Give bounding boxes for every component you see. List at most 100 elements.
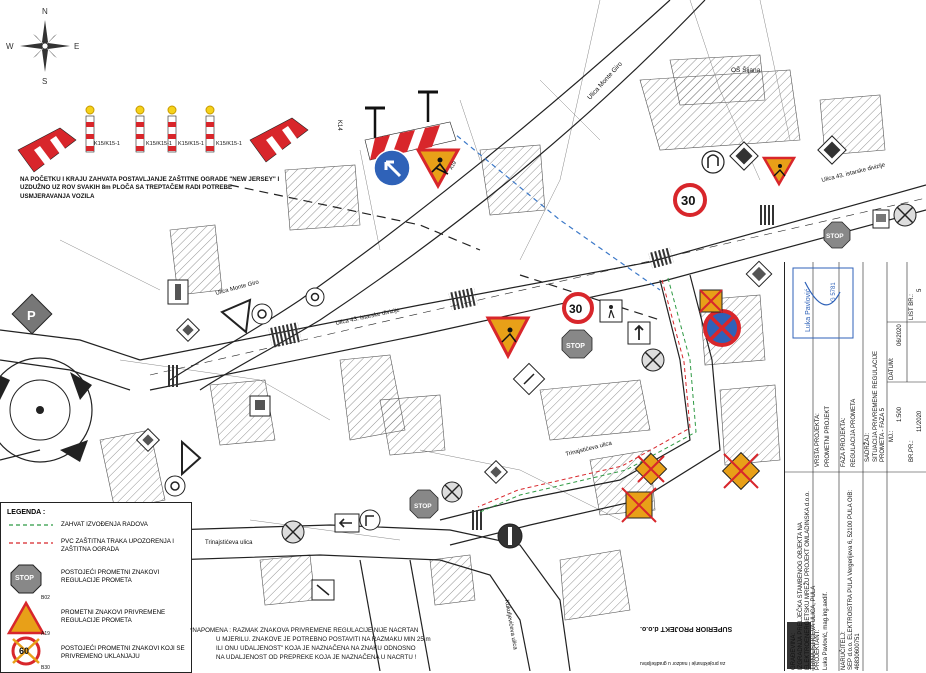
stop-sign-icon-mid bbox=[561, 329, 593, 359]
road-left bbox=[0, 329, 141, 461]
work-zone-pvc bbox=[477, 279, 691, 508]
crosswalks bbox=[165, 205, 776, 558]
napomena-line-1: *NAPOMENA : RAZMAK ZNAKOVA PRIVREMENE RE… bbox=[190, 627, 419, 634]
street-istarske-right: Ulica 43. istarske divizije bbox=[821, 162, 887, 184]
legend-title: LEGENDA : bbox=[7, 509, 46, 516]
direction-arrow-sign-icon-lower bbox=[334, 513, 360, 533]
stop-text-mid: STOP bbox=[566, 343, 585, 350]
parking-sign-icon-left bbox=[11, 293, 53, 335]
compass-icon bbox=[20, 20, 70, 72]
info-sign-icon-right bbox=[872, 209, 890, 229]
tb-vrsta: PROMETNI PROJEKT bbox=[825, 405, 831, 467]
tb-mj: 1:500 bbox=[897, 406, 903, 422]
napomena-line-3: ILI ONU UDALJENOST" KOJA JE NAZNAČENA NA… bbox=[216, 645, 416, 652]
speed-limit-30-text: 30 bbox=[681, 193, 695, 208]
sign-code-a19: A19 bbox=[449, 160, 459, 171]
no-entry-sign-icon-lower bbox=[497, 523, 523, 549]
removed-sign-icon-2 bbox=[621, 487, 657, 523]
speed-limit-30-text-2: 30 bbox=[569, 302, 583, 316]
one-way-sign-icon-left bbox=[167, 279, 189, 305]
barrier-label-3: K15/K15-1 bbox=[178, 141, 204, 147]
turn-sign-icon-lower bbox=[359, 509, 381, 531]
no-u-turn-sign-icon bbox=[701, 150, 725, 174]
tb-datum-label: DATUM: bbox=[889, 357, 895, 380]
direction-sign-icon-lower-2 bbox=[311, 579, 335, 601]
tb-list-label: LIST BR.: bbox=[909, 294, 915, 320]
speed-limit-30-sign-icon-2 bbox=[562, 292, 594, 324]
tb-projektant-label: PROJEKTANT: bbox=[815, 629, 821, 670]
removed-sign-icon-3 bbox=[721, 451, 761, 491]
road-works-warning-icon-2 bbox=[761, 156, 797, 187]
tb-gradevina-label: GRAĐEVINA: bbox=[791, 632, 797, 670]
street-kukuljeviceva-label: Kukuljevićeva ulica bbox=[503, 599, 518, 651]
tb-projektant: Luka Pavlović, mag.ing.aedif. bbox=[823, 591, 829, 670]
tb-stamp-num: G 5781 bbox=[831, 282, 837, 302]
road-works-warning-icon-3 bbox=[485, 316, 531, 360]
road-lower bbox=[169, 524, 571, 671]
compass-west: W bbox=[6, 42, 14, 51]
pedestrian-crossing-sign-icon-lower bbox=[483, 459, 509, 485]
pedestrian-crossing-sign-icon bbox=[599, 299, 623, 323]
sign-code-k14: K14 bbox=[336, 120, 342, 131]
legend-zahvat: ZAHVAT IZVOĐENJA RADOVA bbox=[61, 521, 148, 528]
no-parking-sign-icon-lower-2 bbox=[281, 520, 305, 544]
no-stopping-sign-icon bbox=[703, 309, 741, 347]
tb-br: 11/2020 bbox=[917, 410, 923, 432]
roundabout-sign-icon-left-2 bbox=[305, 287, 325, 307]
top-note: NA POČETKU I KRAJU ZAHVATA POSTAVLJANJE … bbox=[20, 176, 280, 200]
title-block: GRAĐEVINA: IZGRADNJA PRELJEČKA STAMBENOG… bbox=[784, 262, 926, 671]
legend-uklanjaju: POSTOJEĆI PROMETNI ZNAKOVI KOJI SE PRIVR… bbox=[61, 645, 185, 660]
company-sub: za projektiranje i nadzor u graditeljstv… bbox=[640, 660, 726, 666]
napomena-note: *NAPOMENA : RAZMAK ZNAKOVA PRIVREMENE RE… bbox=[190, 626, 450, 662]
legend-box: LEGENDA : ZAHVAT IZVOĐENJA RADOVA PVC ZA… bbox=[0, 502, 192, 673]
no-parking-sign-icon-lower bbox=[441, 481, 463, 503]
barrier-label-2: K15/K15-1 bbox=[146, 141, 172, 147]
barrier-label-1: K15/K15-1 bbox=[94, 141, 120, 147]
legend-postojeci: POSTOJEĆI PROMETNI ZNAKOVI REGULACIJE PR… bbox=[61, 569, 160, 584]
roundabout-sign-icon-left bbox=[251, 303, 273, 325]
info-sign-icon-left bbox=[249, 395, 271, 417]
napomena-line-2: U MJERILU. ZNAKOVE JE POTREBNO POSTAVITI… bbox=[216, 636, 431, 643]
tb-stamp-name: Luka Pavlović bbox=[805, 288, 812, 332]
priority-road-sign-icon bbox=[729, 141, 759, 171]
tb-faza: REGULACIJA PROMETA bbox=[851, 398, 857, 467]
speed-limit-30-sign-icon bbox=[673, 183, 707, 217]
tb-datum: 06/2020 bbox=[897, 324, 903, 346]
tb-br-label: BR.PR.: bbox=[909, 440, 915, 462]
legend-symbols bbox=[6, 524, 53, 666]
parking-text-left: P bbox=[27, 308, 36, 323]
tb-mj-label: MJ.: bbox=[889, 430, 895, 442]
stop-sign-icon-lower bbox=[409, 489, 439, 519]
stop-sign-icon-right bbox=[823, 221, 851, 249]
school-label: OŠ Šijana bbox=[731, 65, 761, 74]
buildings bbox=[99, 54, 886, 621]
parking-removed-sign-icon bbox=[699, 289, 723, 313]
priority-road-sign-icon-2 bbox=[817, 135, 847, 165]
new-jersey-barrier-left bbox=[17, 127, 77, 173]
keep-left-sign-icon bbox=[373, 149, 411, 187]
legend-pvc: PVC ZAŠTITNA TRAKA UPOZORENJA I ZAŠTITNA… bbox=[61, 538, 175, 553]
title-block-grid bbox=[785, 262, 926, 671]
tb-sadrzaj: SITUACIJA PRIVREMENE REGULACIJE PROMETA … bbox=[873, 350, 886, 462]
street-trinajsticeva-right: Trinajstićeva ulica bbox=[565, 440, 613, 457]
tb-faza-label: FAZA PROJEKTA: bbox=[841, 417, 847, 467]
route-dashed-blue bbox=[449, 129, 661, 291]
legend-code-b02: B02 bbox=[41, 595, 50, 601]
roundabout-sign-icon-left-3 bbox=[164, 475, 186, 497]
pedestrian-crossing-sign-icon-left bbox=[175, 317, 201, 343]
company-name: SUPERIOR PROJEKT d.o.o. bbox=[640, 625, 733, 632]
blinker-posts bbox=[85, 105, 215, 153]
work-zone-zahvat bbox=[479, 277, 697, 513]
leader-line-2 bbox=[519, 274, 661, 321]
no-parking-sign-icon-mid bbox=[641, 348, 665, 372]
yield-sign-icon-left bbox=[220, 298, 252, 334]
compass-south: S bbox=[42, 77, 47, 86]
new-jersey-barrier-right bbox=[249, 117, 309, 163]
compass-north: N bbox=[42, 7, 48, 16]
tb-sadrzaj-label: SADRŽAJ: bbox=[865, 432, 871, 462]
road-works-warning-icon bbox=[415, 148, 461, 190]
street-monte-giro-top: Ulica Monte Giro bbox=[586, 60, 624, 101]
napomena-line-4: NA UDALJENOST OD PREPREKE KOJA JE NAZNAČ… bbox=[216, 654, 417, 661]
legend-code-b30: B30 bbox=[41, 665, 50, 671]
